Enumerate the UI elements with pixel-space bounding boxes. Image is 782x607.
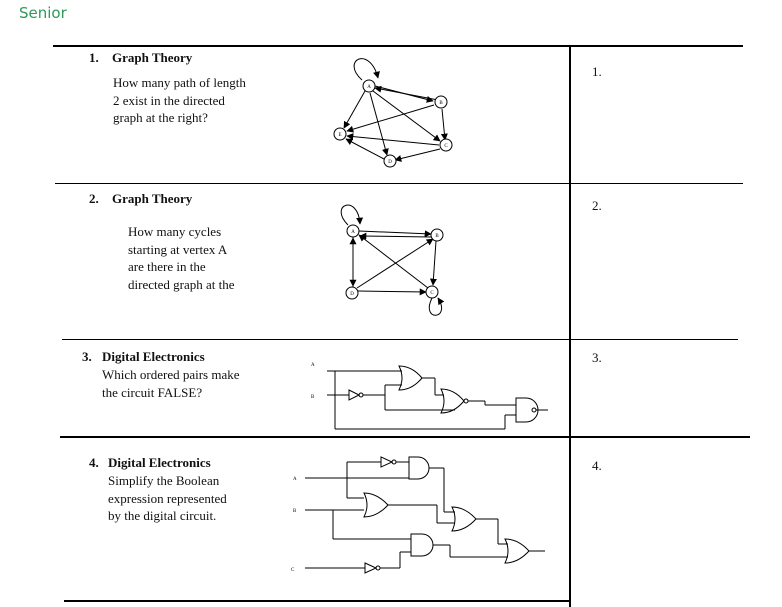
question-3-text: Which ordered pairs make the circuit FAL… <box>102 367 240 400</box>
table-rule-bottom <box>64 600 569 602</box>
graph2-node-d: D <box>350 292 354 297</box>
table-column-divider <box>569 45 571 607</box>
graph2-node-a: A <box>351 230 355 235</box>
section-label: Senior <box>19 4 67 22</box>
graph1-node-d: D <box>388 160 392 165</box>
circuit3-input-a: A <box>311 363 315 368</box>
question-2-title: Graph Theory <box>112 191 193 206</box>
graph1-node-c: C <box>444 144 448 149</box>
circuit4-input-b: B <box>293 509 297 514</box>
circuit4-input-c: C <box>291 568 295 573</box>
question-3-number: 3. <box>82 349 92 364</box>
question-3-title: Digital Electronics <box>102 349 205 364</box>
question-2-number: 2. <box>89 191 99 206</box>
row-divider-2 <box>62 339 738 340</box>
answer-cell-2: 2. <box>592 198 602 213</box>
question-4-number: 4. <box>89 455 99 470</box>
graph1-node-a: A <box>367 85 371 90</box>
question-4-title: Digital Electronics <box>108 455 211 470</box>
answer-cell-4: 4. <box>592 458 602 473</box>
row-divider-1 <box>55 183 743 184</box>
answer-cell-1: 1. <box>592 64 602 79</box>
question-1-text: How many path of length 2 exist in the d… <box>113 75 246 125</box>
circuit3-input-b: B <box>311 395 315 400</box>
answer-cell-3: 3. <box>592 350 602 365</box>
table-rule-top <box>53 45 743 47</box>
question-1-number: 1. <box>89 50 99 65</box>
row-divider-3 <box>60 436 750 438</box>
circuit4-input-a: A <box>293 477 297 482</box>
graph2-node-b: B <box>435 234 439 239</box>
question-2-text: How many cycles starting at vertex A are… <box>128 224 235 292</box>
question-4-text: Simplify the Boolean expression represen… <box>108 473 227 523</box>
graph1-node-e: E <box>338 133 341 138</box>
question-1-title: Graph Theory <box>112 50 193 65</box>
graph1-node-b: B <box>439 101 443 106</box>
graph2-node-c: C <box>430 291 434 296</box>
